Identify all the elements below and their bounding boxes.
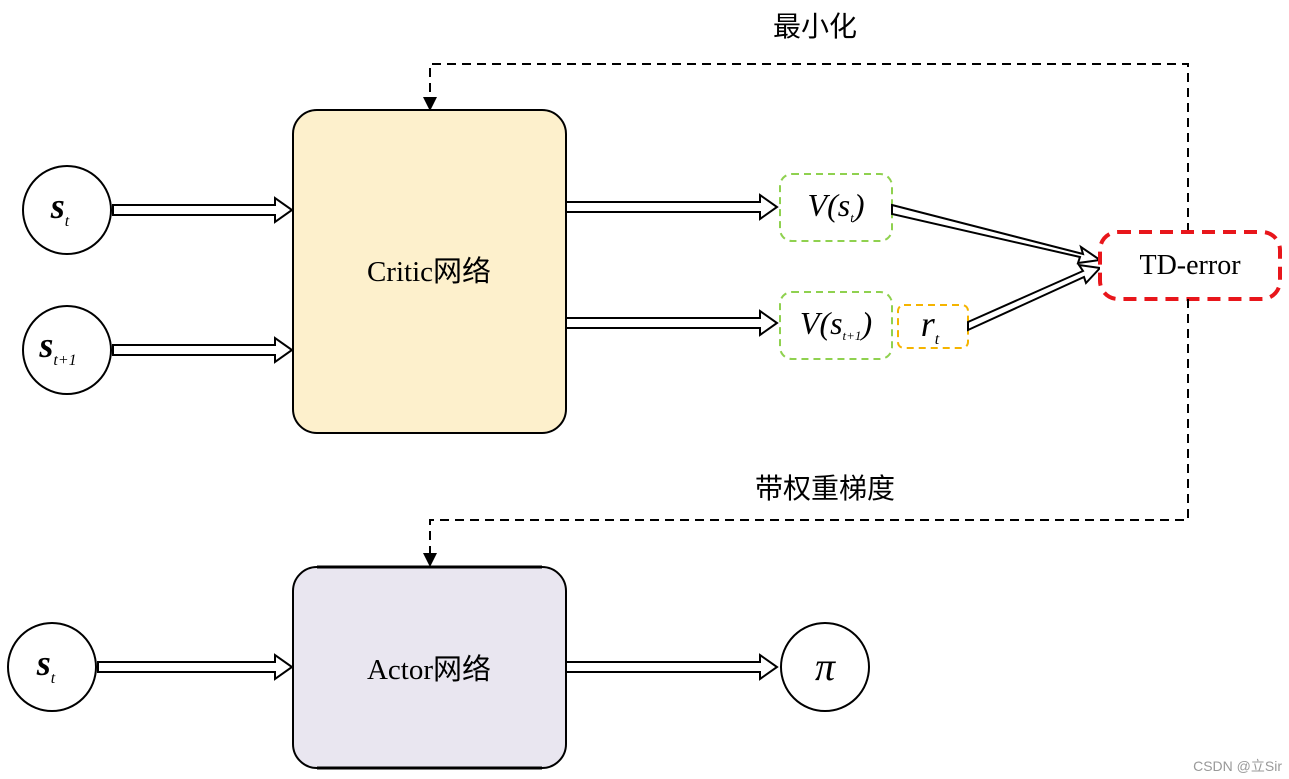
minimize-label: 最小化 — [773, 10, 857, 43]
arrow-st1-to-critic — [112, 336, 294, 364]
arrow-vst-to-td — [891, 203, 1103, 265]
critic-input-st1-label: st+1 — [38, 325, 76, 369]
arrow-critic-to-vst1 — [565, 309, 779, 337]
value-st-label: V(st) — [808, 187, 865, 225]
arrow-critic-to-vst — [565, 193, 779, 221]
minimize-feedback-arrowhead — [423, 97, 437, 111]
weighted-gradient-label: 带权重梯度 — [755, 472, 895, 505]
reward-box — [897, 304, 969, 349]
value-st1-label: V(st+1) — [800, 305, 872, 343]
critic-input-st-node — [22, 165, 112, 255]
critic-input-st1-node — [22, 305, 112, 395]
gradient-feedback-line — [429, 299, 1189, 556]
reward-label: rt — [921, 304, 940, 348]
arrow-st-to-actor — [97, 653, 294, 681]
gradient-feedback-arrowhead — [423, 553, 437, 567]
actor-input-st-label: st — [36, 643, 56, 687]
critic-network-label: Critic网络 — [367, 255, 491, 288]
value-st1-box — [779, 291, 893, 360]
critic-input-st-label: st — [50, 186, 70, 230]
policy-output-node — [780, 622, 870, 712]
value-st-box — [779, 173, 893, 242]
td-error-box — [1098, 230, 1282, 301]
actor-network-label: Actor网络 — [367, 653, 491, 686]
arrow-actor-to-policy — [565, 653, 779, 681]
minimize-feedback-line — [429, 63, 1189, 232]
arrow-reward-to-td — [967, 263, 1103, 332]
actor-input-st-node — [7, 622, 97, 712]
watermark: CSDN @立Sir — [1193, 758, 1282, 774]
td-error-label: TD-error — [1139, 250, 1241, 281]
policy-output-label: π — [815, 644, 836, 689]
critic-network-box — [292, 109, 567, 434]
arrow-st-to-critic — [112, 196, 294, 224]
